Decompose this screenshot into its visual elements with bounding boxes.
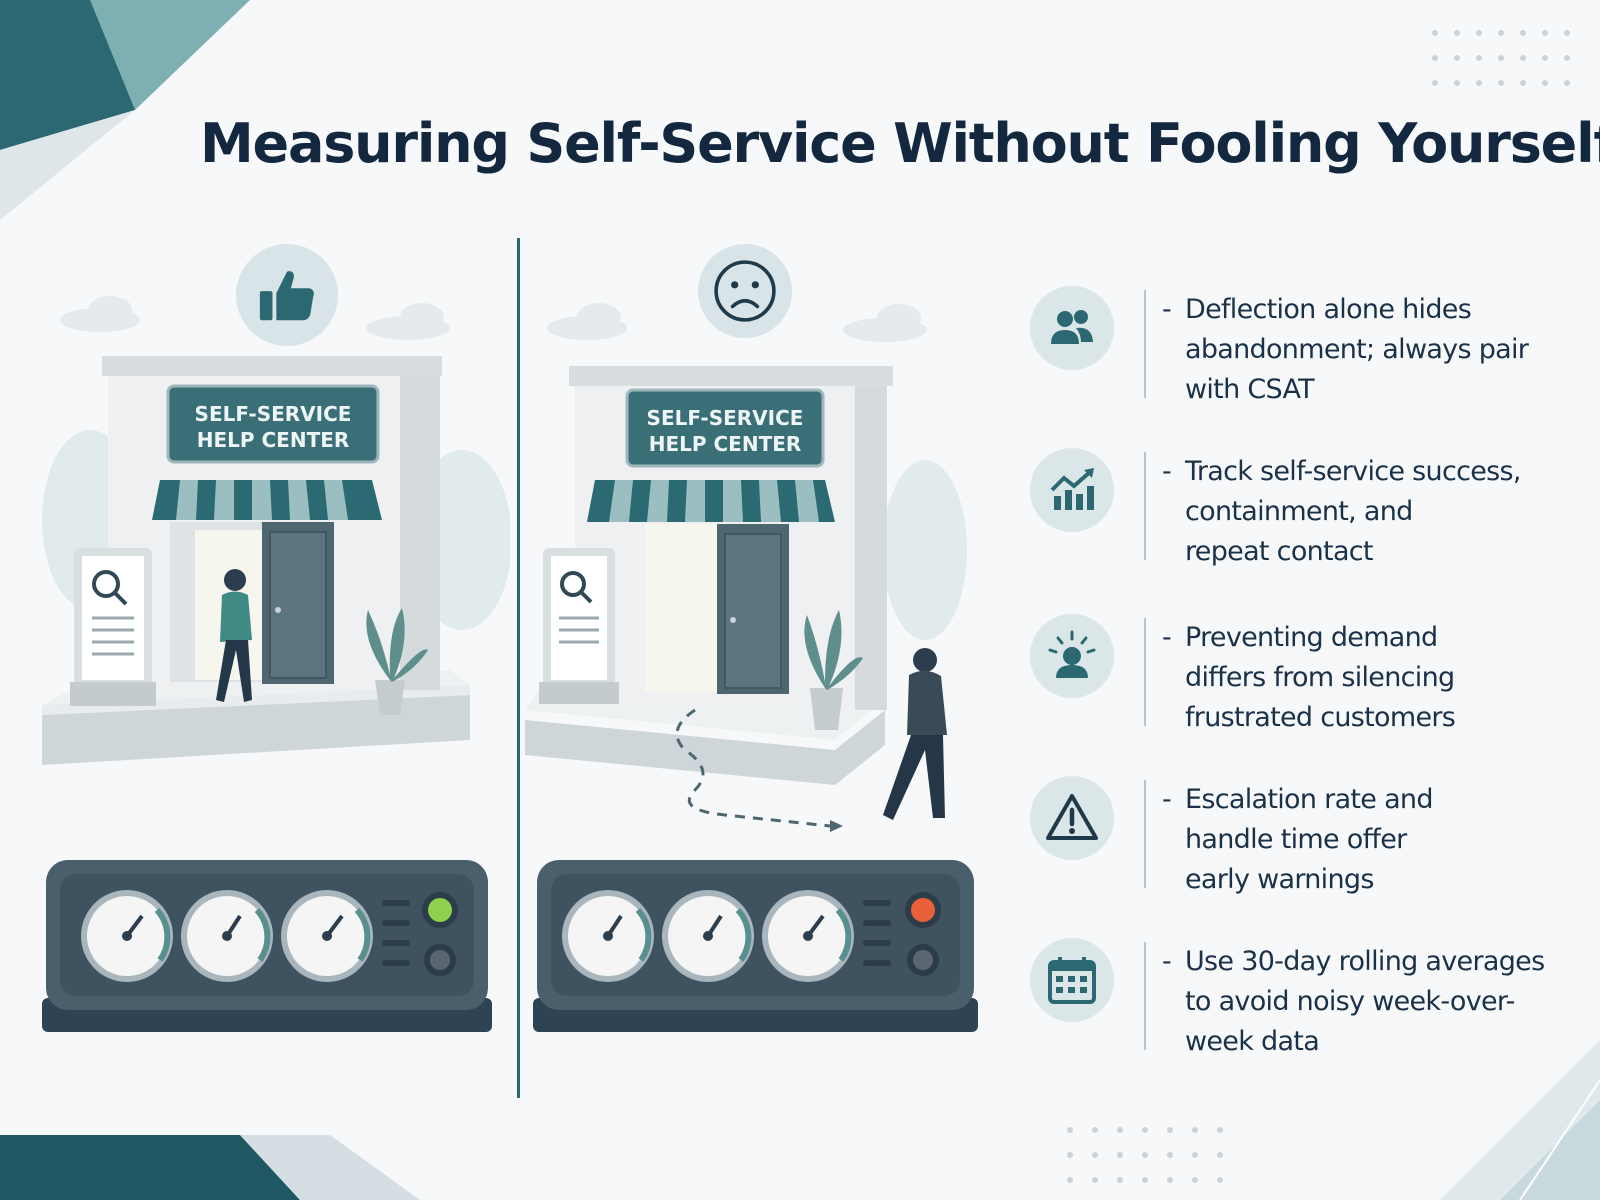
right-metrics-console [533,860,978,1032]
bullet-dash: - [1162,622,1172,653]
bullet-text-line: abandonment; always pair [1185,334,1529,365]
dot-grid-top-right [1432,30,1570,86]
person-alert-icon [1030,614,1114,698]
sad-face-badge [698,244,792,338]
bullet-text-line: handle time offer [1185,824,1407,855]
bullet-text-line: containment, and [1185,496,1413,527]
left-metrics-console [42,860,492,1032]
bullet-text-line: differs from silencing [1185,662,1455,693]
gauge-1 [81,890,173,982]
bullet-text-line: with CSAT [1185,374,1315,405]
list-item: - Track self-service success, containmen… [1030,444,1590,574]
bullet-text-line: Preventing demand [1185,622,1438,653]
corner-decoration-top-left [0,0,250,220]
bullet-text-line: to avoid noisy week-over- [1185,986,1515,1017]
sign-line-1: SELF-SERVICE [195,402,352,426]
potted-plant [366,608,428,715]
person-leaving [883,648,947,820]
item-divider [1144,780,1146,888]
bullet-text-line: repeat contact [1185,536,1374,567]
dot-grid-bottom [1067,1127,1223,1183]
left-storefront-scene: SELF-SERVICE HELP CENTER [42,296,510,765]
bullet-text-line: Escalation rate and [1185,784,1433,815]
bullet-dash: - [1162,294,1172,325]
list-item: - Preventing demand differs from silenci… [1030,610,1590,740]
gauge-3 [281,890,373,982]
bullet-text-line: early warnings [1185,864,1374,895]
bullet-text-line: Deflection alone hides [1185,294,1472,325]
person-entering [216,569,252,702]
bullet-text-line: Track self-service success, [1185,456,1521,487]
section-divider [517,238,520,1098]
item-divider [1144,290,1146,398]
sad-face-icon [714,260,776,322]
sign-line-2: HELP CENTER [649,432,802,456]
bullet-text-line: Use 30-day rolling averages [1185,946,1545,977]
calendar-icon [1030,938,1114,1022]
list-item: - Deflection alone hides abandonment; al… [1030,282,1590,412]
item-divider [1144,618,1146,726]
bullet-text-line: week data [1185,1026,1320,1057]
right-storefront-scene: SELF-SERVICE HELP CENTER [525,303,967,832]
page-title: Measuring Self-Service Without Fooling Y… [200,112,1600,175]
list-item: - Use 30-day rolling averages to avoid n… [1030,934,1590,1064]
gauge-2 [181,890,273,982]
item-divider [1144,942,1146,1050]
sign-line-2: HELP CENTER [197,428,350,452]
corner-decoration-bottom-right [1440,1040,1600,1200]
bullet-dash: - [1162,784,1172,815]
thumbs-up-icon [259,271,314,321]
sign-line-1: SELF-SERVICE [647,406,804,430]
exit-path [675,708,831,828]
warning-icon [1030,776,1114,860]
thumbs-up-badge [236,244,338,346]
item-divider [1144,452,1146,560]
users-icon [1030,286,1114,370]
list-item: - Escalation rate and handle time offer … [1030,772,1590,902]
corner-decoration-bottom-left [0,1135,420,1200]
cloud-icon [547,303,927,342]
bullet-dash: - [1162,946,1172,977]
bullet-dash: - [1162,456,1172,487]
growth-chart-icon [1030,448,1114,532]
bullet-text-line: frustrated customers [1185,702,1456,733]
cloud-icon [60,296,450,340]
